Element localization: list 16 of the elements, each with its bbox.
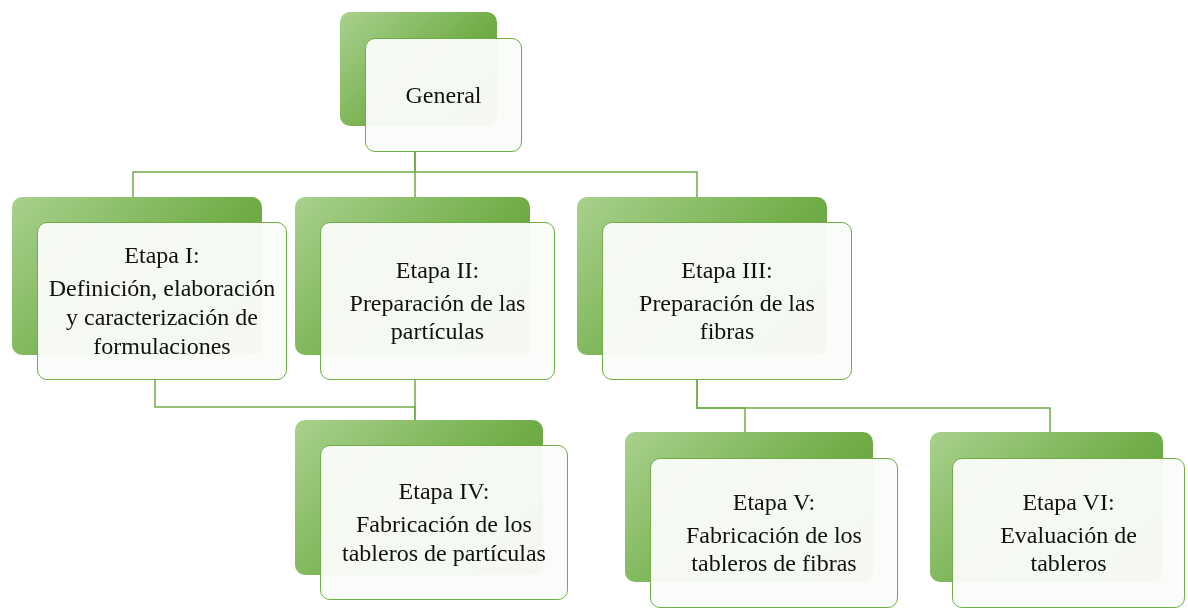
connector-line — [414, 151, 698, 198]
stage-title: Etapa III: — [681, 255, 773, 285]
stage-description: General — [405, 80, 482, 110]
stage-title: Etapa V: — [732, 487, 816, 517]
stage-description: Preparación de las partículas — [348, 288, 527, 347]
stage-title: Etapa IV: — [398, 477, 490, 507]
stage-description: Fabricación de los tableros de partículas — [341, 510, 547, 568]
stage-description: Fabricación de los tableros de fibras — [685, 520, 863, 579]
stage-description: Preparación de las fibras — [638, 288, 816, 347]
stage-description: Definición, elaboración y caracterización de formulaciones — [47, 274, 277, 361]
stage-title: Etapa II: — [395, 255, 480, 285]
stage-title: Etapa I: — [124, 241, 200, 271]
connector-line — [696, 379, 1051, 433]
connector-line — [414, 379, 416, 421]
stage-title: Etapa VI: — [1022, 487, 1115, 517]
stage-description: Evaluación de tableros — [999, 520, 1138, 579]
